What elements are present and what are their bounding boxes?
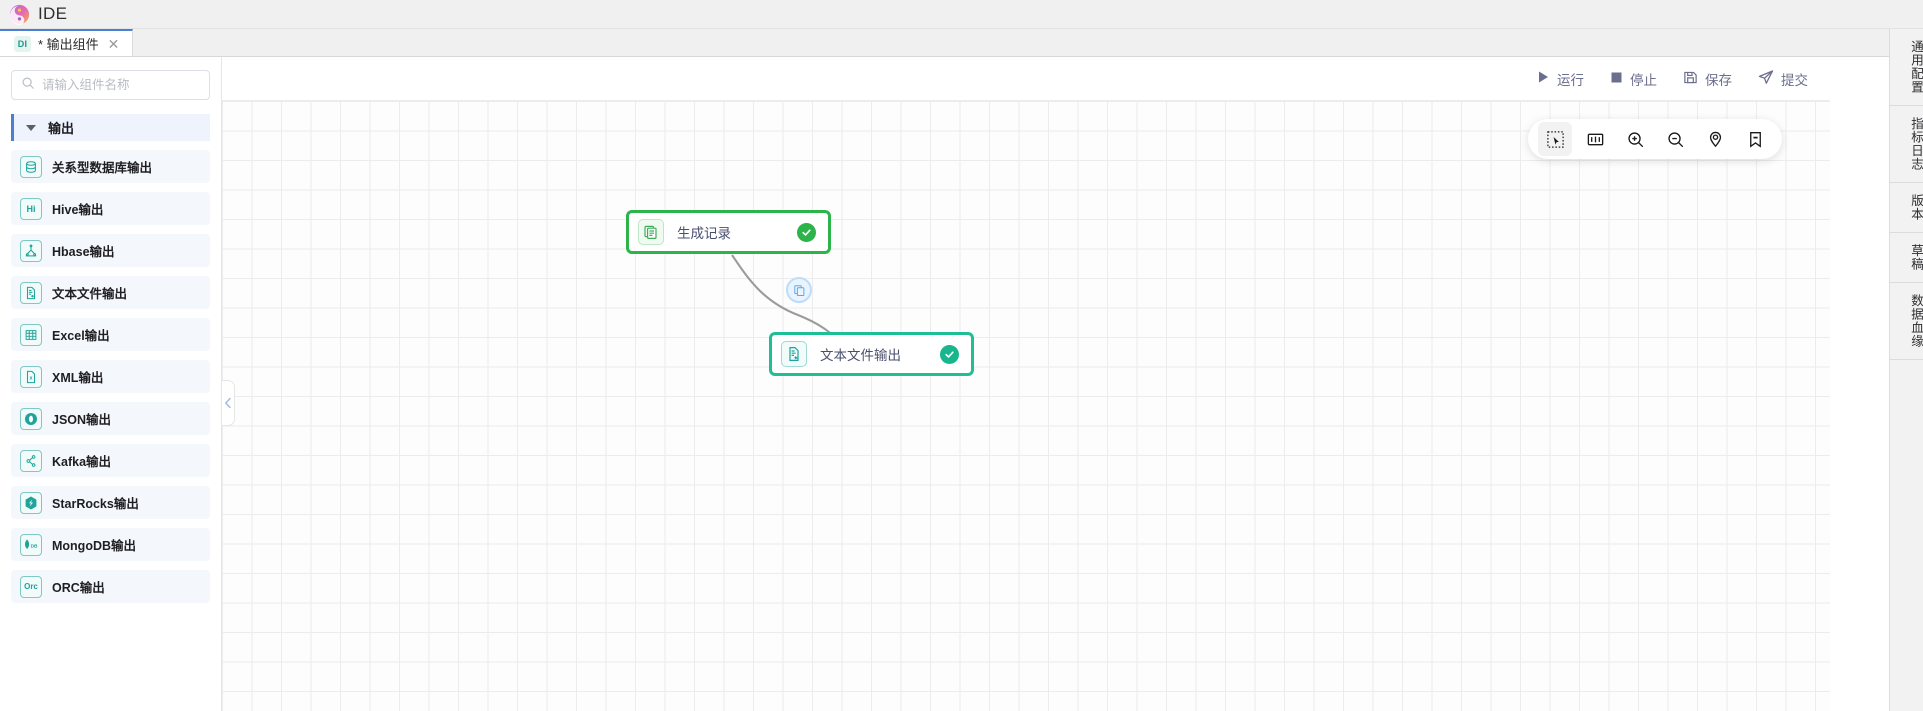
- rail-item-data-lineage[interactable]: 数据血缘: [1890, 283, 1923, 360]
- stop-button-label: 停止: [1630, 72, 1657, 88]
- svg-text:x: x: [30, 375, 33, 381]
- search-box[interactable]: [11, 70, 210, 100]
- hbase-icon: [20, 239, 42, 262]
- status-badge-success: [940, 344, 959, 364]
- json-circle-icon: [20, 407, 42, 430]
- sidebar-group-label: 输出: [48, 121, 75, 136]
- fit-to-screen-icon[interactable]: [1578, 122, 1612, 156]
- flow-edges: [731, 254, 857, 356]
- save-button-label: 保存: [1705, 72, 1732, 88]
- list-item-label: Excel输出: [52, 329, 110, 343]
- sidebar-group-output[interactable]: 输出: [11, 114, 210, 141]
- list-item[interactable]: JSON输出: [11, 402, 210, 435]
- flow-node-label: 生成记录: [677, 226, 731, 241]
- list-item[interactable]: StarRocks输出: [11, 486, 210, 519]
- list-item-label: MongoDB输出: [52, 539, 137, 553]
- starrocks-icon: [20, 491, 42, 514]
- text-file-out-icon: [781, 341, 807, 367]
- floppy-save-icon: [1683, 70, 1698, 88]
- stop-square-icon: [1610, 71, 1623, 87]
- bookmark-icon[interactable]: [1738, 122, 1772, 156]
- flow-node-label: 文本文件输出: [820, 348, 901, 363]
- rail-item-metric-log[interactable]: 指标日志: [1890, 106, 1923, 183]
- flow-node-generate-record[interactable]: 生成记录: [626, 210, 831, 254]
- search-input[interactable]: [42, 78, 200, 92]
- excel-grid-icon: [20, 323, 42, 346]
- text-file-out-icon: [20, 281, 42, 304]
- rail-item-draft[interactable]: 草稿: [1890, 233, 1923, 283]
- xml-file-icon: x: [20, 365, 42, 388]
- list-item[interactable]: 文本文件输出: [11, 276, 210, 309]
- submit-button-label: 提交: [1781, 72, 1808, 88]
- list-item-label: Hive输出: [52, 203, 104, 217]
- kafka-nodes-icon: [20, 449, 42, 472]
- list-item[interactable]: 关系型数据库输出: [11, 150, 210, 183]
- rail-item-general-config[interactable]: 通用配置: [1890, 29, 1923, 106]
- flow-canvas[interactable]: 生成记录 文本文件输出: [222, 101, 1830, 711]
- list-item-label: 文本文件输出: [52, 287, 128, 301]
- close-icon[interactable]: ✕: [107, 35, 120, 52]
- canvas-toolbar: [1528, 119, 1782, 159]
- status-badge-success: [797, 222, 816, 242]
- flow-node-text-file-output[interactable]: 文本文件输出: [769, 332, 974, 376]
- list-item-label: XML输出: [52, 371, 104, 385]
- database-icon: [20, 155, 42, 178]
- rail-item-version[interactable]: 版本: [1890, 183, 1923, 233]
- play-triangle-icon: [1536, 70, 1550, 87]
- list-item[interactable]: DB MongoDB输出: [11, 528, 210, 561]
- hive-icon: Hi: [20, 197, 42, 220]
- editor-toolbar: 运行 停止 保存 提交: [222, 57, 1830, 101]
- list-item[interactable]: Kafka输出: [11, 444, 210, 477]
- app-title: IDE: [38, 4, 68, 23]
- component-list: 关系型数据库输出 Hi Hive输出 Hbase输出 文本文件输出: [0, 150, 221, 603]
- run-button[interactable]: 运行: [1536, 69, 1584, 89]
- list-item-label: StarRocks输出: [52, 497, 139, 511]
- list-item-label: ORC输出: [52, 581, 105, 595]
- submit-button[interactable]: 提交: [1758, 69, 1808, 89]
- zoom-in-icon[interactable]: [1618, 122, 1652, 156]
- list-item-label: Hbase输出: [52, 245, 115, 259]
- tab-label: * 输出组件: [38, 37, 99, 52]
- locate-node-icon[interactable]: [1698, 122, 1732, 156]
- zoom-out-icon[interactable]: [1658, 122, 1692, 156]
- orc-icon: Orc: [20, 575, 42, 598]
- list-item[interactable]: Hi Hive输出: [11, 192, 210, 225]
- tab-bar: DI * 输出组件 ✕: [0, 29, 1923, 57]
- tab-output-component[interactable]: DI * 输出组件 ✕: [0, 29, 134, 56]
- list-item-label: Kafka输出: [52, 455, 112, 469]
- run-button-label: 运行: [1557, 72, 1584, 88]
- component-sidebar: 输出 关系型数据库输出 Hi Hive输出 Hbase输出: [0, 57, 222, 711]
- marquee-select-icon[interactable]: [1538, 122, 1572, 156]
- list-item[interactable]: Orc ORC输出: [11, 570, 210, 603]
- app-header: IDE: [0, 0, 1923, 29]
- stop-button[interactable]: 停止: [1610, 69, 1657, 89]
- copy-records-icon[interactable]: [786, 277, 812, 303]
- mongodb-leaf-icon: DB: [20, 533, 42, 556]
- search-area: [0, 57, 221, 100]
- search-icon: [21, 76, 35, 95]
- list-item-label: JSON输出: [52, 413, 112, 427]
- app-logo-icon: [9, 4, 30, 25]
- svg-text:DB: DB: [31, 543, 38, 549]
- paper-plane-icon: [1758, 69, 1774, 88]
- list-item[interactable]: Hbase输出: [11, 234, 210, 267]
- save-button[interactable]: 保存: [1683, 69, 1732, 89]
- tab-type-badge: DI: [14, 35, 31, 52]
- list-item[interactable]: x XML输出: [11, 360, 210, 393]
- sidebar-collapse-handle[interactable]: [222, 380, 235, 426]
- list-item-label: 关系型数据库输出: [52, 161, 153, 175]
- list-item[interactable]: Excel输出: [11, 318, 210, 351]
- caret-down-icon: [26, 124, 36, 131]
- generate-record-icon: [638, 219, 664, 245]
- right-rail: 通用配置 指标日志 版本 草稿 数据血缘: [1889, 29, 1923, 711]
